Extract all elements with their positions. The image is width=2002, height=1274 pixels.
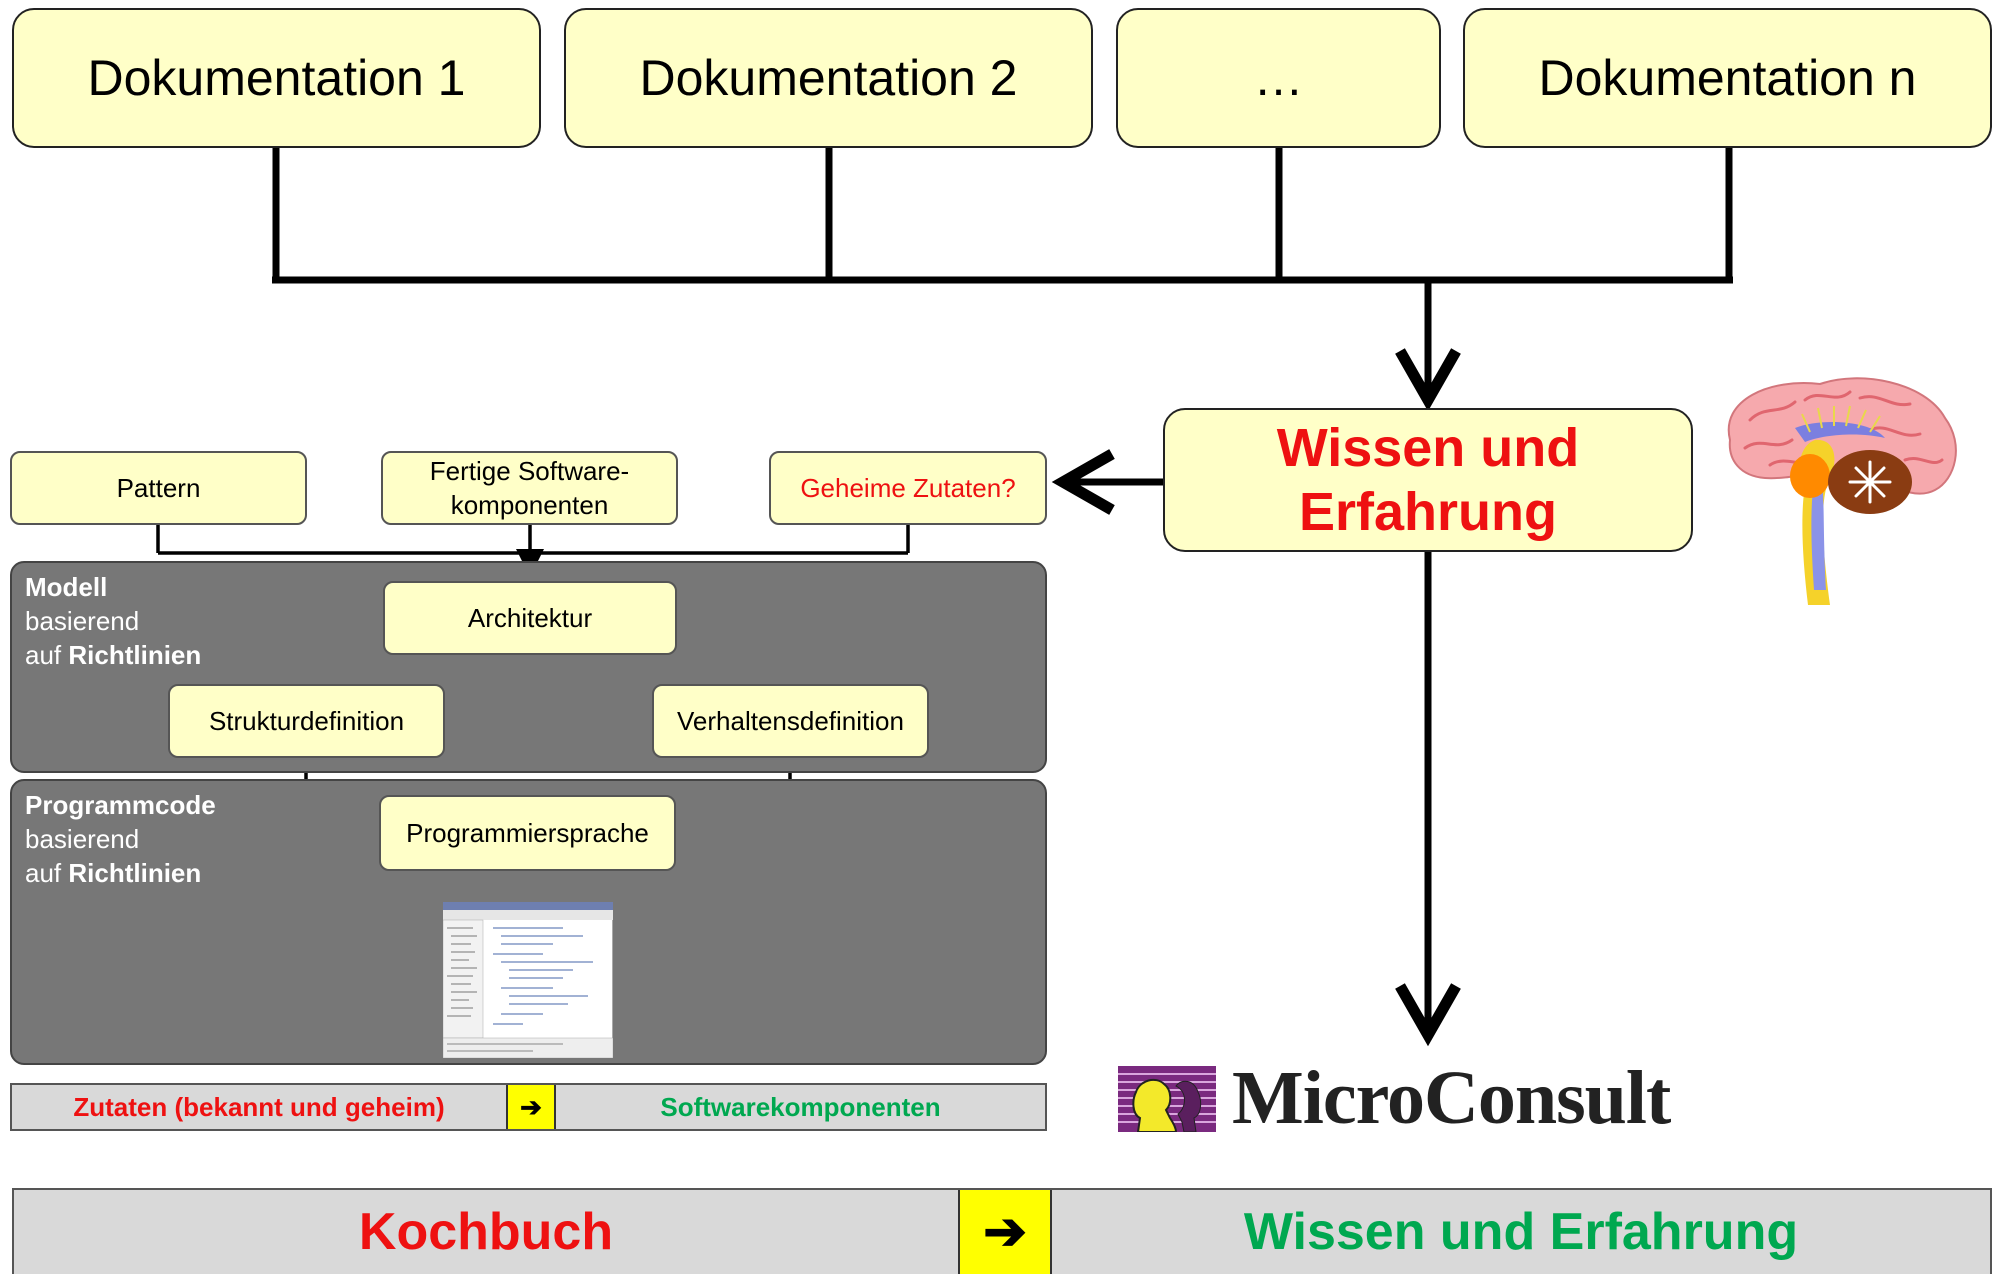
secret-ingredients-box: Geheime Zutaten? [769,451,1047,525]
arrow-right-icon: ➔ [958,1190,1052,1274]
knowledge-line-1: Wissen und [1276,418,1580,478]
structure-label: Strukturdefinition [208,706,405,736]
code-line-3-bold: Richtlinien [68,858,202,888]
pattern-label: Pattern [116,473,201,503]
ingredients-bar-left: Zutaten (bekannt und geheim) [73,1091,445,1122]
cookbook-bar-left: Kochbuch [358,1203,614,1261]
code-line-2: basierend [25,824,140,854]
structure-box: Strukturdefinition [168,684,445,758]
architecture-box: Architektur [383,581,677,655]
components-line-2: komponenten [450,490,609,520]
behavior-label: Verhaltensdefinition [677,706,904,736]
model-title: Modell [25,572,108,602]
doc-box-n: Dokumentation n [1463,8,1992,148]
doc-label: … [1253,50,1304,106]
behavior-box: Verhaltensdefinition [652,684,929,758]
code-title: Programmcode [25,790,216,820]
architecture-label: Architektur [467,603,593,633]
ingredients-bar: Zutaten (bekannt und geheim) ➔ Softwarek… [10,1083,1047,1131]
components-box: Fertige Software- komponenten [381,451,678,525]
model-line-3-pre: auf [25,640,69,670]
doc-label: Dokumentation 1 [87,50,466,106]
cookbook-bar-right: Wissen und Erfahrung [1243,1203,1799,1261]
microconsult-logo: MicroConsult [1118,1055,1671,1142]
doc-box-ellipsis: … [1116,8,1441,148]
doc-label: Dokumentation n [1538,50,1917,106]
doc-box-2: Dokumentation 2 [564,8,1093,148]
brain-icon [1727,377,1957,605]
language-box: Programmiersprache [379,795,676,871]
ingredients-bar-right: Softwarekomponenten [660,1091,941,1122]
doc-label: Dokumentation 2 [639,50,1018,106]
pattern-box: Pattern [10,451,307,525]
code-line-3-pre: auf [25,858,69,888]
logo-text: MicroConsult [1232,1056,1671,1140]
cookbook-bar: Kochbuch ➔ Wissen und Erfahrung [12,1188,1992,1274]
arrow-right-icon: ➔ [506,1085,556,1129]
knowledge-box: Wissen und Erfahrung [1163,408,1693,552]
language-label: Programmiersprache [406,818,649,848]
logo-icon [1118,1065,1216,1132]
ide-screenshot-icon [443,902,613,1058]
components-line-1: Fertige Software- [429,456,630,486]
model-line-3-bold: Richtlinien [68,640,202,670]
doc-box-1: Dokumentation 1 [12,8,541,148]
knowledge-line-2: Erfahrung [1298,482,1557,542]
model-line-2: basierend [25,606,140,636]
code-panel-label: Programmcode basierend auf Richtlinien [25,788,216,890]
model-panel-label: Modell basierend auf Richtlinien [25,570,201,672]
secret-label: Geheime Zutaten? [800,473,1016,503]
